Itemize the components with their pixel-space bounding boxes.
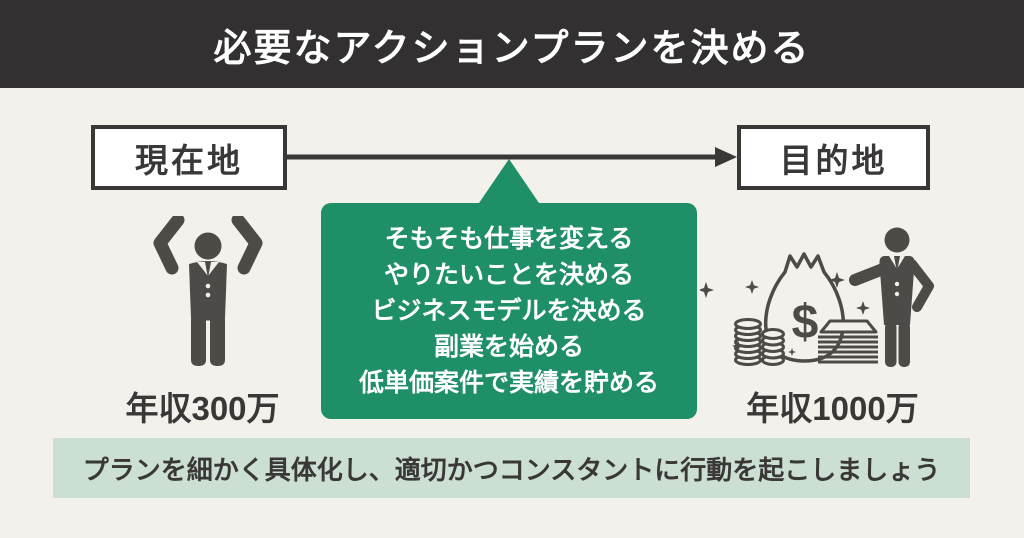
person-arms-raised-icon [153,216,263,366]
speech-bubble-tail [479,159,539,203]
header-bar: 必要なアクションプランを決める [0,0,1024,88]
action-plan-item: ビジネスモデルを決める [371,297,647,325]
current-location-box: 現在地 [91,125,287,190]
destination-label: 目的地 [779,141,888,179]
current-income-label: 年収300万 [125,390,280,427]
coins-icon [734,318,785,366]
action-plan-bubble: そもそも仕事を変える やりたいことを決める ビジネスモデルを決める 副業を始める… [321,203,697,419]
money-bag-icon: $ [763,252,846,363]
action-plan-item: そもそも仕事を変える [384,225,634,253]
page-title: 必要なアクションプランを決める [213,27,811,70]
sparkle-icon [700,272,870,356]
action-plan-item: 副業を始める [433,333,584,361]
current-location-label: 現在地 [135,141,243,179]
footer-message-bar: プランを細かく具体化し、適切かつコンスタントに行動を起こしましょう [53,438,970,498]
arrow-right-icon [287,147,737,167]
businessman-icon [849,227,934,367]
svg-text:$: $ [792,296,819,349]
money-and-businessman-icon: $ [700,227,934,367]
destination-box: 目的地 [737,125,930,190]
footer-message: プランを細かく具体化し、適切かつコンスタントに行動を起こしましょう [82,454,941,485]
action-plan-item: やりたいことを決める [383,261,634,289]
action-plan-item: 低単価案件で実績を貯める [358,369,659,397]
bills-icon [818,319,878,364]
goal-income-label: 年収1000万 [746,390,919,427]
